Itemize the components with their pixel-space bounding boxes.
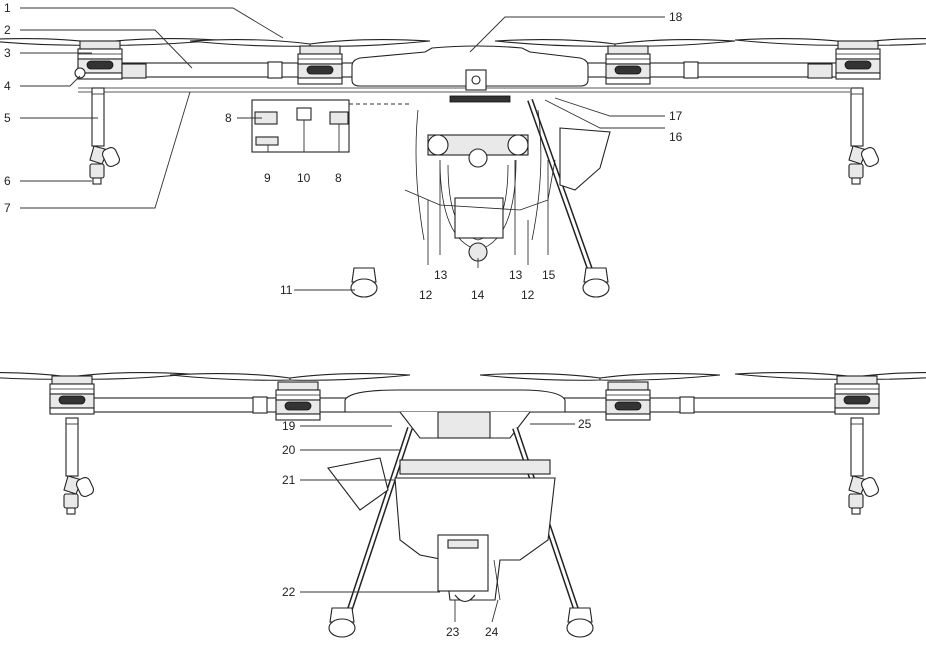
callout-label: 22 — [282, 585, 296, 599]
landing-foot-icon — [350, 267, 378, 298]
callout-label: 18 — [669, 10, 683, 24]
callout-label: 9 — [264, 171, 271, 185]
callout-label: 12 — [521, 288, 535, 302]
callout-labels: 1 2 3 4 5 6 7 8 9 10 8 11 12 13 14 13 12… — [4, 1, 683, 639]
callout-label: 24 — [485, 625, 499, 639]
callout-label: 2 — [4, 23, 11, 37]
callout-label: 5 — [4, 111, 11, 125]
callout-label: 10 — [297, 171, 311, 185]
callout-label: 12 — [419, 288, 433, 302]
callout-label: 8 — [225, 111, 232, 125]
callout-label: 20 — [282, 443, 296, 457]
callout-label: 21 — [282, 473, 296, 487]
callout-label: 25 — [578, 417, 592, 431]
callout-label: 11 — [280, 283, 293, 297]
callout-label: 16 — [669, 130, 683, 144]
fuselage — [351, 45, 589, 87]
callout-label: 19 — [282, 419, 296, 433]
callout-label: 6 — [4, 174, 11, 188]
front-view — [0, 38, 926, 298]
callout-label: 3 — [4, 46, 11, 60]
callout-label: 13 — [509, 268, 523, 282]
callout-label: 14 — [471, 288, 485, 302]
callout-label: 4 — [4, 79, 11, 93]
leader-lines — [20, 7, 665, 623]
rear-view — [0, 372, 926, 638]
callout-label: 8 — [335, 171, 342, 185]
callout-label: 7 — [4, 201, 11, 215]
callout-label: 23 — [446, 625, 460, 639]
callout-label: 13 — [434, 268, 448, 282]
callout-label: 17 — [669, 109, 683, 123]
nozzle-icon — [89, 87, 122, 185]
callout-label: 1 — [4, 1, 11, 15]
tank-block — [454, 197, 504, 239]
callout-label: 15 — [542, 268, 556, 282]
